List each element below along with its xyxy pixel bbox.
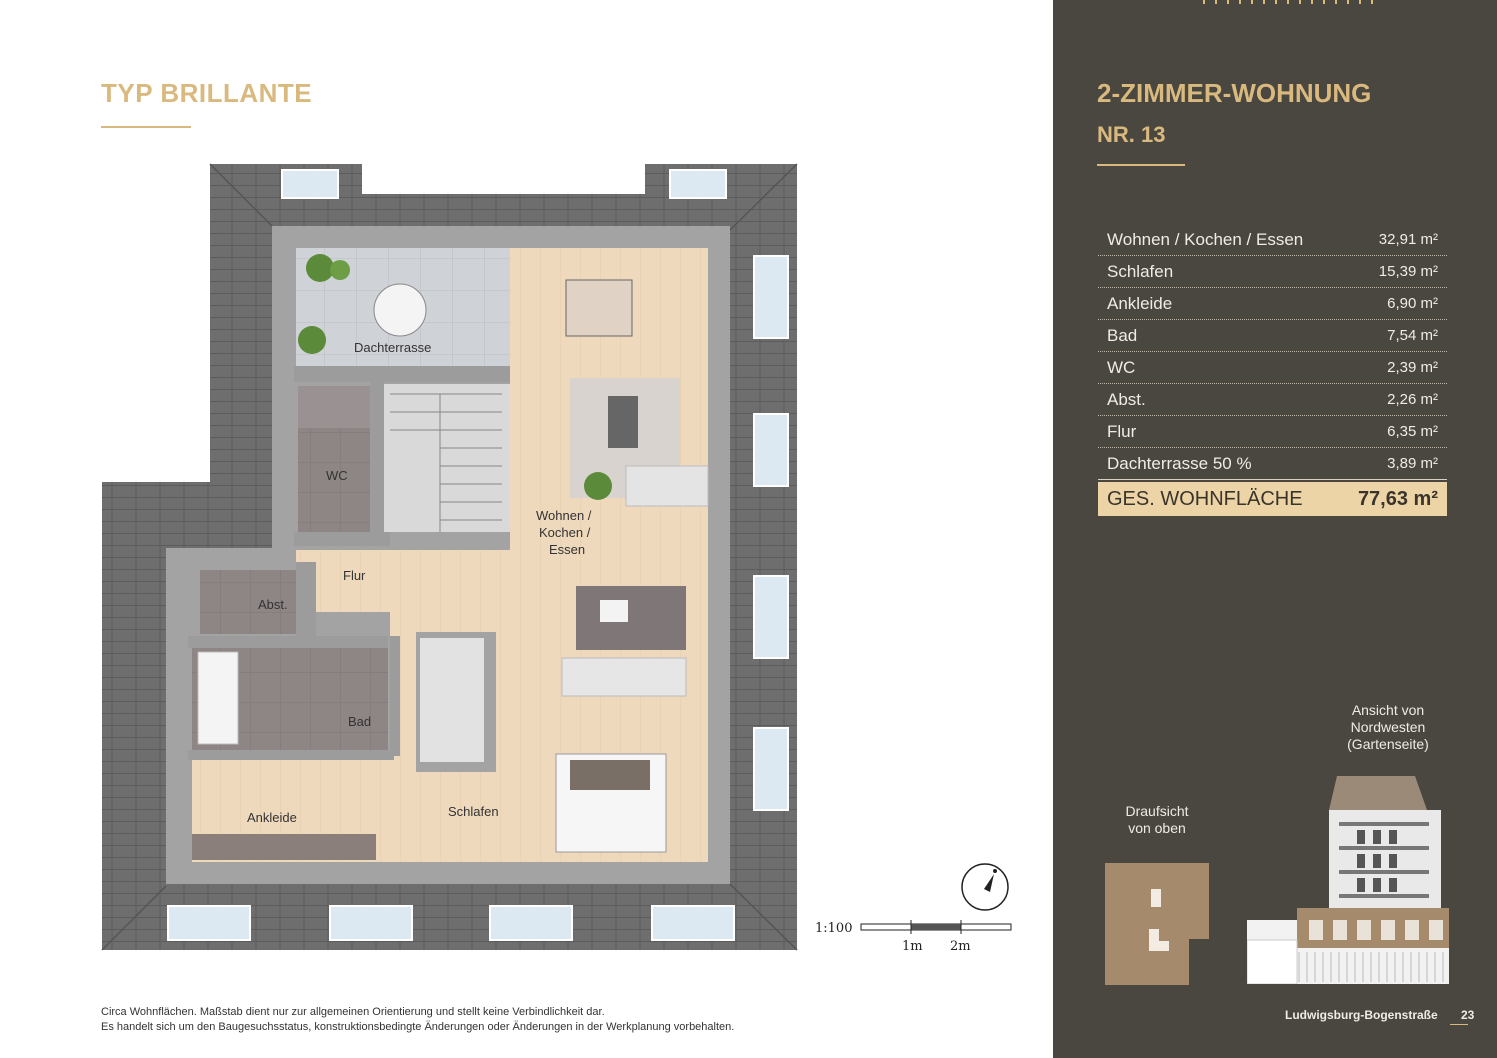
area-value: 32,91 m² bbox=[1378, 231, 1438, 248]
label-flur: Flur bbox=[343, 568, 366, 583]
apartment-number: NR. 13 bbox=[1097, 122, 1166, 147]
building-elevation bbox=[1247, 776, 1449, 984]
floor-plan: Dachterrasse WC Flur Abst. Bad Ankleide … bbox=[101, 163, 798, 951]
page-number: 23 bbox=[1461, 1008, 1475, 1022]
footer-location: Ludwigsburg-Bogenstraße bbox=[1285, 1008, 1438, 1022]
view-label-line: Nordwesten bbox=[1350, 719, 1426, 735]
view-label-line: (Gartenseite) bbox=[1347, 736, 1429, 752]
type-title: TYP BRILLANTE bbox=[101, 78, 313, 108]
area-row: Ankleide 6,90 m² bbox=[1098, 288, 1447, 320]
area-value: 2,26 m² bbox=[1387, 391, 1438, 408]
area-name: Flur bbox=[1107, 421, 1137, 441]
total-value: 77,63 m² bbox=[1357, 487, 1438, 510]
label-wohnen-2: Kochen / bbox=[539, 525, 591, 540]
scale-tick-1: 1m bbox=[902, 939, 923, 954]
area-table: Wohnen / Kochen / Essen 32,91 m² Schlafen… bbox=[1098, 224, 1447, 516]
area-row: Schlafen 15,39 m² bbox=[1098, 256, 1447, 288]
info-panel: 2-ZIMMER-WOHNUNG NR. 13 Wohnen / Kochen … bbox=[1053, 0, 1497, 1058]
type-title-rule bbox=[101, 126, 191, 128]
area-name: Ankleide bbox=[1107, 293, 1173, 313]
footer-rule bbox=[1450, 1024, 1468, 1025]
top-view-label: Draufsicht von oben bbox=[1103, 803, 1211, 837]
area-value: 7,54 m² bbox=[1387, 327, 1438, 344]
disclaimer: Circa Wohnflächen. Maßstab dient nur zur… bbox=[101, 1005, 734, 1035]
area-name: Schlafen bbox=[1107, 261, 1174, 281]
area-row: Flur 6,35 m² bbox=[1098, 416, 1447, 448]
area-name: Bad bbox=[1107, 325, 1138, 345]
disclaimer-line-1: Circa Wohnflächen. Maßstab dient nur zur… bbox=[101, 1006, 605, 1018]
area-name: Abst. bbox=[1107, 389, 1146, 409]
top-label-line: Draufsicht bbox=[1125, 803, 1189, 819]
area-value: 15,39 m² bbox=[1378, 263, 1438, 280]
total-label: GES. WOHNFLÄCHE bbox=[1107, 487, 1303, 510]
label-abst: Abst. bbox=[258, 597, 288, 612]
disclaimer-line-2: Es handelt sich um den Baugesuchsstatus,… bbox=[101, 1021, 735, 1033]
view-label: Ansicht von Nordwesten (Gartenseite) bbox=[1323, 702, 1453, 753]
compass-icon bbox=[961, 863, 1009, 911]
apartment-title: 2-ZIMMER-WOHNUNG bbox=[1097, 78, 1372, 108]
decorative-ticks bbox=[1203, 0, 1373, 4]
scale-tick-2: 2m bbox=[950, 939, 971, 954]
area-row: Dachterrasse 50 % 3,89 m² bbox=[1098, 448, 1447, 480]
apartment-rule bbox=[1097, 164, 1185, 166]
area-row: Wohnen / Kochen / Essen 32,91 m² bbox=[1098, 224, 1447, 256]
label-dachterrasse: Dachterrasse bbox=[354, 340, 431, 355]
area-value: 6,90 m² bbox=[1387, 295, 1438, 312]
view-label-line: Ansicht von bbox=[1351, 702, 1425, 718]
area-row: Abst. 2,26 m² bbox=[1098, 384, 1447, 416]
label-wc: WC bbox=[326, 468, 348, 483]
top-label-line: von oben bbox=[1128, 820, 1186, 836]
top-view-diagram bbox=[1105, 863, 1209, 985]
area-value: 6,35 m² bbox=[1387, 423, 1438, 440]
area-row: WC 2,39 m² bbox=[1098, 352, 1447, 384]
label-bad: Bad bbox=[348, 714, 371, 729]
area-value: 2,39 m² bbox=[1387, 359, 1438, 376]
label-ankleide: Ankleide bbox=[247, 810, 297, 825]
scale-bar: 1:100 1m 2m bbox=[815, 920, 1012, 954]
area-name: Dachterrasse 50 % bbox=[1107, 453, 1252, 473]
area-row: Bad 7,54 m² bbox=[1098, 320, 1447, 352]
label-wohnen-1: Wohnen / bbox=[536, 508, 592, 523]
area-value: 3,89 m² bbox=[1387, 455, 1438, 472]
scale-ratio: 1:100 bbox=[815, 921, 852, 936]
area-name: WC bbox=[1107, 357, 1136, 377]
total-area: GES. WOHNFLÄCHE 77,63 m² bbox=[1098, 482, 1447, 516]
area-name: Wohnen / Kochen / Essen bbox=[1107, 229, 1304, 249]
label-schlafen: Schlafen bbox=[448, 804, 499, 819]
label-wohnen-3: Essen bbox=[549, 542, 585, 557]
